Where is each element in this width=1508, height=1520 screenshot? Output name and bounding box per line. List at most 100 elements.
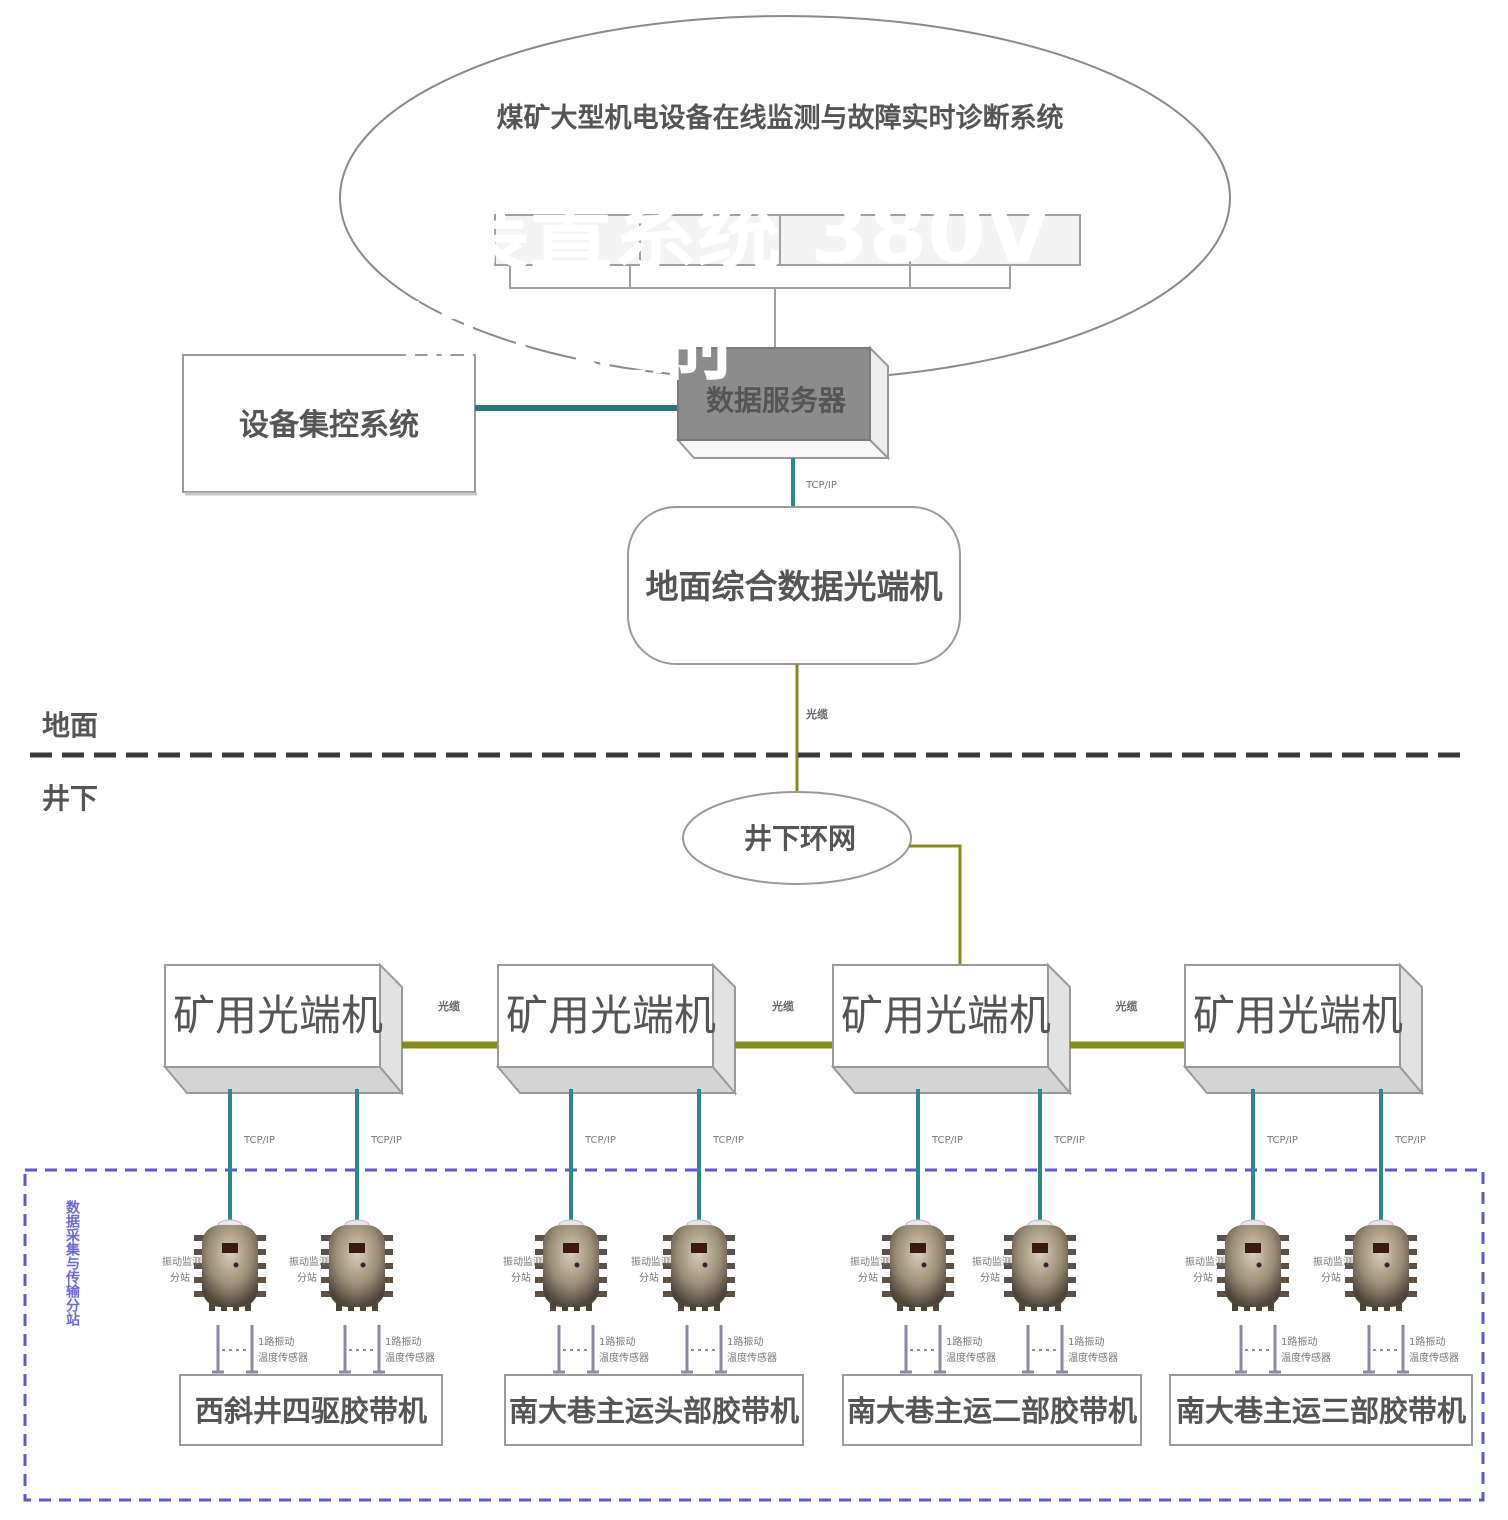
substation-label-line1: 振动监测 [850, 1255, 890, 1268]
zone-label-underground: 井下 [42, 782, 98, 815]
vibration-substation-icon [535, 1219, 607, 1311]
zone-label-ground: 地面 [42, 709, 98, 742]
vibration-substation-icon [1217, 1219, 1289, 1311]
vibration-substation-icon [663, 1219, 735, 1311]
acquisition-station-group-3: TCP/IP振动监测分站1路振动温度传感器TCP/IP振动监测分站1路振动温度传… [842, 1089, 1142, 1446]
sensor-connectors [339, 1325, 385, 1374]
substation-label-line1: 振动监测 [1313, 1255, 1353, 1268]
link-label-tcpip: TCP/IP [243, 1135, 275, 1146]
substation-label-line2: 分站 [1321, 1271, 1341, 1284]
substation-label-line2: 分站 [858, 1271, 878, 1284]
link-label-tcpip-server: TCP/IP [805, 480, 837, 491]
mine-terminals: 矿用光端机 光缆 矿用光端机 光缆 矿用光端机 光缆 矿用光端机 [162, 962, 1425, 1096]
link-label-tcpip: TCP/IP [370, 1135, 402, 1146]
sensor-label-line1: 1路振动 [1281, 1335, 1317, 1348]
link-label-tcpip: TCP/IP [931, 1135, 963, 1146]
substation-label-line1: 振动监测 [503, 1255, 543, 1268]
link-label-tcpip: TCP/IP [1394, 1135, 1426, 1146]
monitoring-system-ellipse: 煤矿大型机电设备在线监测与故障实时诊断系统 [339, 15, 1231, 381]
substation-label-line1: 振动监测 [162, 1255, 202, 1268]
sensor-connectors [1363, 1325, 1409, 1374]
mine-terminal-label: 矿用光端机 [506, 991, 716, 1040]
sensor-label-line1: 1路振动 [599, 1335, 635, 1348]
sensor-label-line2: 温度传感器 [946, 1351, 996, 1364]
link-ring-terminal-3 [909, 844, 962, 965]
vibration-substation-icon [194, 1219, 266, 1311]
sensor-connectors [900, 1325, 946, 1374]
conveyor-label: 南大巷主运三部胶带机 [1176, 1394, 1466, 1428]
link-label-fiber-main: 光缆 [805, 707, 828, 721]
substation-label-line2: 分站 [170, 1271, 190, 1284]
sensor-label-line2: 温度传感器 [599, 1351, 649, 1364]
link-label-tcpip: TCP/IP [584, 1135, 616, 1146]
vibration-substation-icon [1345, 1219, 1417, 1311]
substation-label-line1: 振动监测 [289, 1255, 329, 1268]
ground-terminal-label: 地面综合数据光端机 [646, 567, 943, 606]
substation-label-line2: 分站 [511, 1271, 531, 1284]
conveyor-node [179, 1374, 443, 1446]
ground-terminal-node: 地面综合数据光端机 [627, 506, 961, 665]
sensor-connectors [212, 1325, 258, 1374]
acquisition-station-group-2: TCP/IP振动监测分站1路振动温度传感器TCP/IP振动监测分站1路振动温度传… [503, 1089, 804, 1446]
system-modules [494, 214, 1081, 350]
link-label-fiber: 光缆 [1115, 999, 1138, 1013]
mine-terminal-2: 矿用光端机 [495, 962, 738, 1096]
data-server-node: 数据服务器 [675, 345, 891, 461]
substation-label-line2: 分站 [639, 1271, 659, 1284]
conveyor-label: 南大巷主运二部胶带机 [847, 1394, 1137, 1428]
watermark-line-2: 加工定制 [395, 294, 731, 392]
substation-label-line2: 分站 [980, 1271, 1000, 1284]
sensor-label-line2: 温度传感器 [1068, 1351, 1118, 1364]
acquisition-group-label: 数据采集与传输分站 [64, 1199, 81, 1327]
acquisition-group-border [23, 1168, 1485, 1502]
sensor-label-line1: 1路振动 [385, 1335, 421, 1348]
substation-label-line1: 振动监测 [972, 1255, 1012, 1268]
link-label-tcpip: TCP/IP [1266, 1135, 1298, 1146]
conveyor-node [1169, 1374, 1473, 1446]
link-label-fiber: 光缆 [771, 999, 794, 1013]
system-title: 煤矿大型机电设备在线监测与故障实时诊断系统 [497, 102, 1064, 134]
sensor-label-line2: 温度传感器 [1409, 1351, 1459, 1364]
sensor-label-line1: 1路振动 [1409, 1335, 1445, 1348]
sensor-connectors [553, 1325, 599, 1374]
sensor-label-line2: 温度传感器 [727, 1351, 777, 1364]
sensor-connectors [681, 1325, 727, 1374]
conveyor-label: 南大巷主运头部胶带机 [509, 1394, 799, 1428]
mine-terminal-3: 矿用光端机 [830, 962, 1073, 1096]
ring-network-node: 井下环网 [682, 791, 912, 885]
vibration-substation-icon [1004, 1219, 1076, 1311]
watermark-line-1: 装置系统 380V [445, 184, 1051, 282]
control-system-label: 设备集控系统 [239, 408, 419, 443]
sensor-connectors [1235, 1325, 1281, 1374]
link-label-fiber: 光缆 [437, 999, 460, 1013]
mine-terminal-label: 矿用光端机 [841, 991, 1051, 1040]
substation-label-line1: 振动监测 [1185, 1255, 1225, 1268]
sensor-label-line1: 1路振动 [258, 1335, 294, 1348]
mine-terminal-1: 矿用光端机 [162, 962, 405, 1096]
substation-label-line2: 分站 [1193, 1271, 1213, 1284]
substation-label-line1: 振动监测 [631, 1255, 671, 1268]
conveyor-node [504, 1374, 804, 1446]
sensor-label-line2: 温度传感器 [258, 1351, 308, 1364]
mine-terminal-4: 矿用光端机 [1182, 962, 1425, 1096]
ring-network-label: 井下环网 [744, 822, 856, 855]
control-system-node: 设备集控系统 [182, 354, 477, 496]
link-label-tcpip: TCP/IP [712, 1135, 744, 1146]
conveyor-node [842, 1374, 1142, 1446]
data-server-label: 数据服务器 [706, 384, 847, 417]
sensor-label-line1: 1路振动 [1068, 1335, 1104, 1348]
vibration-substation-icon [321, 1219, 393, 1311]
sensor-connectors [1022, 1325, 1068, 1374]
mine-terminal-label: 矿用光端机 [173, 991, 383, 1040]
conveyor-label: 西斜井四驱胶带机 [195, 1394, 427, 1428]
substation-label-line2: 分站 [297, 1271, 317, 1284]
vibration-substation-icon [882, 1219, 954, 1311]
sensor-label-line2: 温度传感器 [385, 1351, 435, 1364]
sensor-label-line2: 温度传感器 [1281, 1351, 1331, 1364]
link-label-tcpip: TCP/IP [1053, 1135, 1085, 1146]
watermark-overlay: 装置系统 380V 加工定制 [395, 184, 1051, 392]
